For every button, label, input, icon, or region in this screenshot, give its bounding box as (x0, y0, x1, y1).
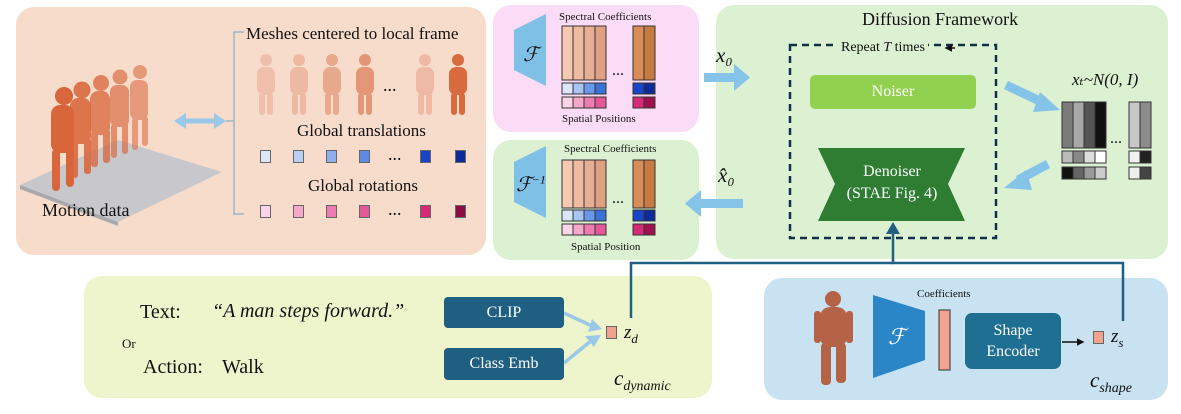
motion-data-figure (20, 65, 222, 226)
mesh-figures (257, 54, 467, 115)
shape-encoder: Shape Encoder (965, 313, 1061, 369)
shape-coefficient-bar (938, 309, 951, 371)
spectral-top-bottom-label: Spatial Positions (562, 113, 636, 125)
meshes-label: Meshes centered to local frame (246, 24, 459, 43)
zs-label: zs (1111, 326, 1124, 350)
text-prefix: Text: (140, 301, 181, 323)
fourier-operator-shape (873, 295, 925, 378)
noiser-to-noise-arrow (1004, 80, 1060, 112)
spectral-bottom-title: Spectral Coefficients (564, 143, 657, 155)
translation-square (359, 150, 370, 163)
rotation-square (359, 205, 370, 218)
spectral-bottom-bottom-label: Spatial Position (571, 241, 641, 253)
zs-square (1093, 331, 1104, 344)
or-label: Or (122, 336, 136, 351)
x0-arrow (704, 64, 750, 91)
rotation-square (326, 205, 337, 218)
fourier-top-symbol: ℱ (523, 44, 539, 66)
rotation-square (260, 205, 271, 218)
clip-to-zd-arrows (562, 311, 594, 365)
translations-label: Global translations (297, 121, 426, 140)
motion-data-label: Motion data (42, 200, 130, 220)
meshes-ellipsis: ... (383, 75, 397, 95)
class-embedding: Class Emb (444, 348, 564, 380)
spectral-bars-top (561, 25, 656, 109)
c-dynamic-label: cdynamic (614, 366, 671, 395)
motion-bracket (226, 31, 244, 215)
shape-coefficients-label: Coefficients (917, 288, 971, 300)
translation-square (260, 150, 271, 163)
rotation-ellipsis: ... (388, 199, 402, 219)
noiser-block: Noiser (810, 75, 976, 109)
spectral-top-ellipsis: ... (612, 62, 624, 79)
zd-label: zd (624, 322, 638, 346)
action-prefix: Action: (143, 356, 203, 378)
motion-double-arrow (174, 113, 226, 129)
rotation-square (420, 205, 431, 218)
translation-square (326, 150, 337, 163)
c-shape-label: cshape (1090, 368, 1132, 397)
denoiser-shape (818, 148, 965, 221)
rotations-label: Global rotations (308, 176, 419, 195)
text-prompt: “A man steps forward.” (212, 300, 405, 322)
fourier-shape-symbol: ℱ (888, 324, 906, 349)
rotation-square (293, 205, 304, 218)
action-value: Walk (222, 356, 264, 378)
x0-label: x₀ (716, 43, 733, 67)
spectral-bars-bottom (561, 159, 656, 236)
zd-square (606, 326, 617, 339)
spectral-top-title: Spectral Coefficients (559, 11, 652, 23)
diffusion-title: Diffusion Framework (862, 9, 1019, 29)
x0hat-arrow (685, 190, 743, 217)
shape-figure (814, 291, 853, 385)
clip-encoder: CLIP (444, 297, 564, 328)
translation-square (420, 150, 431, 163)
translation-ellipsis: ... (388, 144, 402, 164)
fourier-inverse-symbol: ℱ−1 (516, 172, 546, 196)
translation-square (455, 150, 466, 163)
translation-square (293, 150, 304, 163)
fourier-operator-top (514, 14, 546, 86)
noise-to-denoiser-arrow (1004, 160, 1051, 190)
repeat-label: Repeat T times (838, 40, 929, 56)
noise-matrix (1061, 101, 1152, 180)
spectral-bottom-ellipsis: ... (612, 190, 624, 207)
condition-lines (629, 232, 1125, 321)
noise-distribution-label: xₜ~N(0, I) (1072, 70, 1139, 89)
rotation-square (455, 205, 466, 218)
noise-matrix-ellipsis: ... (1110, 130, 1122, 147)
denoiser-label: Denoiser (STAE Fig. 4) (846, 163, 938, 202)
x0hat-label: x̂₀ (718, 163, 735, 187)
fourier-operator-bottom (514, 146, 546, 218)
